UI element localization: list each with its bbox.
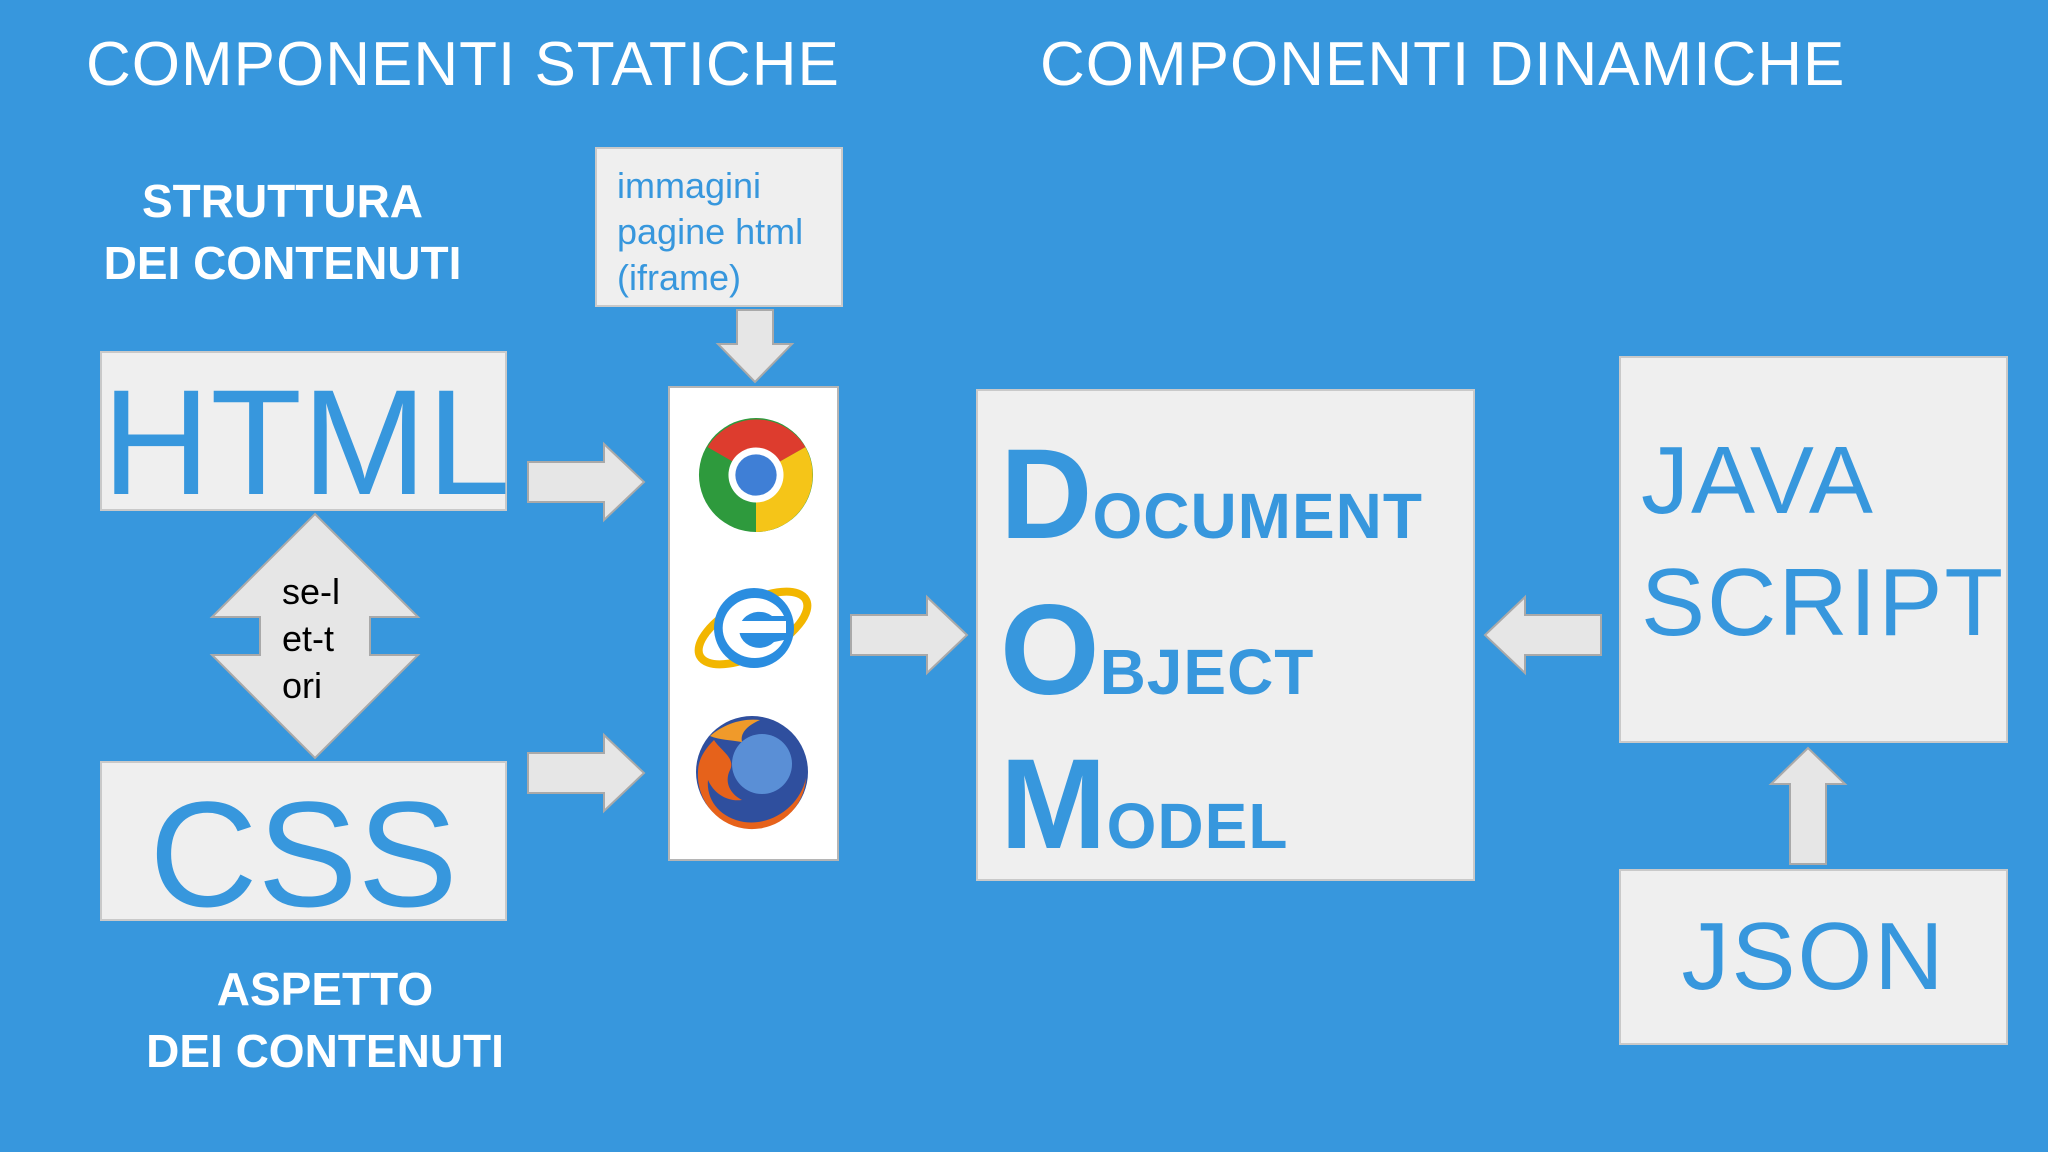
chrome-icon [698, 417, 814, 533]
javascript-to-dom-arrow [1483, 594, 1602, 676]
aspect-label-line-1: ASPETTO [216, 963, 434, 1015]
json-box: JSON [1619, 869, 2008, 1045]
firefox-icon [696, 716, 808, 830]
selectors-label: se-l et-t ori [282, 568, 340, 709]
aspect-label: ASPETTO DEI CONTENUTI [125, 958, 525, 1082]
sources-line-3: (iframe) [617, 257, 741, 298]
dynamic-components-heading: COMPONENTI DINAMICHE [1040, 30, 1846, 99]
dom-object-cap: O [1000, 579, 1100, 722]
dom-line-object: OBJECT [1000, 587, 1314, 715]
dom-document-cap: D [1000, 423, 1093, 566]
sources-down-arrow [715, 309, 795, 384]
css-box-label: CSS [149, 770, 458, 938]
dom-box: DOCUMENT OBJECT MODEL [976, 389, 1475, 881]
css-box: CSS [100, 761, 507, 929]
internet-explorer-icon [694, 587, 812, 669]
html-to-browser-arrow [527, 441, 646, 523]
html-box: HTML [100, 351, 510, 517]
dom-document-rest: OCUMENT [1092, 480, 1423, 552]
json-box-label: JSON [1681, 903, 1946, 1010]
html-box-label: HTML [102, 358, 511, 526]
sources-line-2: pagine html [617, 211, 804, 252]
browser-to-dom-arrow [850, 594, 969, 676]
sources-box: immagini pagine html (iframe) [595, 147, 843, 307]
javascript-line-1: JAVA [1641, 427, 1875, 534]
javascript-line-2: SCRIPT [1641, 549, 2006, 656]
json-to-javascript-arrow [1768, 746, 1848, 865]
dom-object-rest: BJECT [1099, 636, 1315, 708]
selectors-label-line-3: ori [282, 665, 323, 706]
selectors-label-line-1: se-l [282, 571, 341, 612]
static-components-heading: COMPONENTI STATICHE [86, 30, 840, 99]
structure-label: STRUTTURA DEI CONTENUTI [70, 170, 495, 294]
dom-model-cap: M [1000, 733, 1107, 876]
structure-label-line-2: DEI CONTENUTI [103, 237, 462, 289]
dom-line-model: MODEL [1000, 741, 1288, 869]
javascript-box: JAVA SCRIPT [1619, 356, 2008, 743]
css-to-browser-arrow [527, 732, 646, 814]
dom-model-rest: ODEL [1106, 790, 1289, 862]
structure-label-line-1: STRUTTURA [141, 175, 424, 227]
sources-line-1: immagini [617, 165, 762, 206]
aspect-label-line-2: DEI CONTENUTI [146, 1025, 504, 1077]
dom-line-document: DOCUMENT [1000, 431, 1423, 559]
selectors-double-arrow [209, 512, 421, 760]
selectors-label-line-2: et-t [282, 618, 335, 659]
browsers-box [668, 386, 839, 861]
